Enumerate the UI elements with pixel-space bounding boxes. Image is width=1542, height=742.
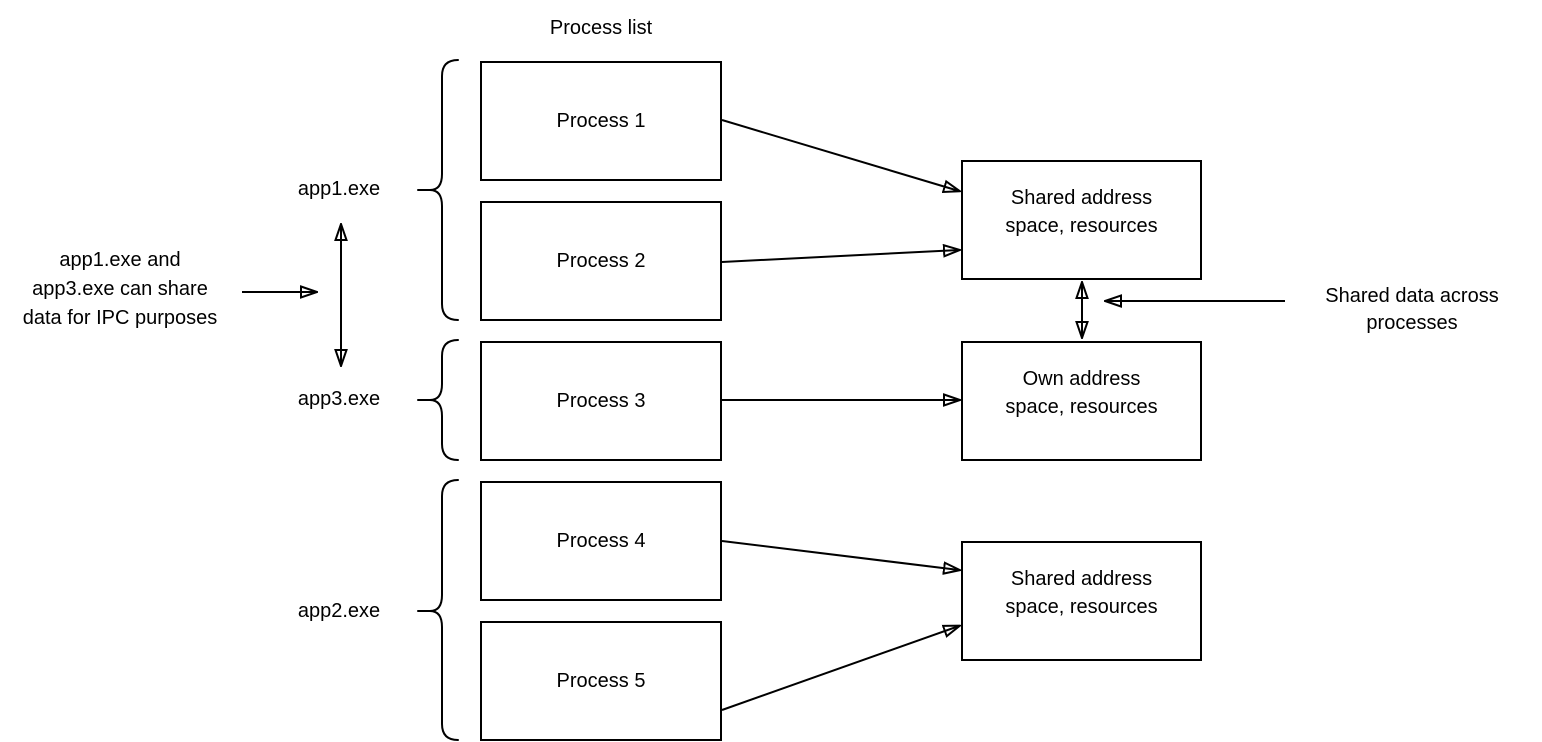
brace-app2 bbox=[417, 479, 459, 741]
app2-exe-label: app2.exe bbox=[297, 600, 381, 622]
app3-exe-label: app3.exe bbox=[297, 388, 381, 410]
app1-exe-label: app1.exe bbox=[297, 178, 381, 200]
shared-address-box-2: Shared address space, resources bbox=[961, 541, 1202, 661]
shared-data-note-line2: processes bbox=[1366, 312, 1458, 334]
shared-address-box-1: Shared address space, resources bbox=[961, 160, 1202, 280]
process-box-4-label: Process 4 bbox=[556, 529, 646, 552]
shared-address-box-2-line1: Shared address bbox=[1010, 568, 1153, 590]
process-box-3: Process 3 bbox=[480, 341, 722, 461]
shared-data-note: Shared data across processes bbox=[1302, 283, 1522, 337]
process-box-2: Process 2 bbox=[480, 201, 722, 321]
brace-app3 bbox=[417, 339, 459, 461]
own-address-box-line1: Own address bbox=[1022, 368, 1141, 390]
brace-app1 bbox=[417, 59, 459, 321]
shared-address-box-2-line2: space, resources bbox=[1005, 596, 1158, 618]
arrow-process4-to-shared2 bbox=[721, 540, 959, 570]
shared-data-note-line1: Shared data across bbox=[1325, 285, 1499, 307]
process-list-title: Process list bbox=[549, 17, 653, 39]
process-box-3-label: Process 3 bbox=[556, 389, 646, 412]
process-box-1: Process 1 bbox=[480, 61, 722, 181]
own-address-box-line2: space, resources bbox=[1005, 396, 1158, 418]
arrow-process2-to-shared1 bbox=[721, 250, 959, 263]
process-box-5-label: Process 5 bbox=[556, 669, 646, 692]
ipc-note-line2: app3.exe can share bbox=[32, 278, 208, 300]
ipc-note-line1: app1.exe and bbox=[59, 249, 181, 271]
process-box-1-label: Process 1 bbox=[556, 109, 646, 132]
own-address-box: Own address space, resources bbox=[961, 341, 1202, 461]
process-box-4: Process 4 bbox=[480, 481, 722, 601]
arrow-process5-to-shared2 bbox=[721, 626, 959, 711]
arrow-process1-to-shared1 bbox=[721, 119, 959, 191]
process-box-2-label: Process 2 bbox=[556, 249, 646, 272]
shared-address-box-1-line2: space, resources bbox=[1005, 215, 1158, 237]
shared-address-box-1-line1: Shared address bbox=[1010, 187, 1153, 209]
ipc-note-line3: data for IPC purposes bbox=[22, 307, 218, 329]
process-box-5: Process 5 bbox=[480, 621, 722, 741]
ipc-note: app1.exe and app3.exe can share data for… bbox=[0, 246, 240, 333]
